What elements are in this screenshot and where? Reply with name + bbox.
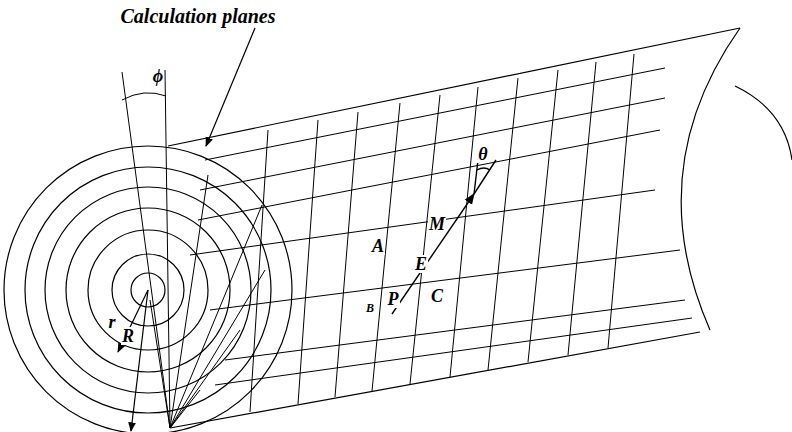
fan-line xyxy=(170,390,200,428)
angle-arc xyxy=(122,93,166,100)
plane-line xyxy=(250,130,268,412)
end-arc xyxy=(681,28,740,330)
cylinder-outline xyxy=(168,28,792,428)
callout-label: Calculation planes xyxy=(119,6,276,26)
plane-line xyxy=(488,78,518,370)
vector-extension xyxy=(474,160,496,194)
concentric-circles xyxy=(4,146,292,432)
radius-arrow xyxy=(118,290,148,352)
end-arc xyxy=(735,86,792,160)
plane-line xyxy=(410,95,440,384)
vector-arrow xyxy=(392,194,474,314)
angle-symbol: θ xyxy=(477,145,488,163)
fan-line xyxy=(165,70,170,428)
velocity-vector xyxy=(392,160,496,314)
fan-line xyxy=(170,330,240,428)
generatrix-lines xyxy=(190,68,692,385)
plane-line xyxy=(298,120,318,404)
outer-circle xyxy=(4,146,292,432)
plane-line xyxy=(608,54,634,348)
radius-arrows xyxy=(118,290,148,431)
cylinder-top xyxy=(168,28,740,146)
fan-lines xyxy=(122,70,265,428)
fan-line xyxy=(170,175,208,428)
plane-line xyxy=(335,112,358,397)
reference-line xyxy=(474,160,478,194)
leader xyxy=(206,28,255,146)
point-label: A xyxy=(371,237,385,255)
plane-line xyxy=(568,62,596,355)
fan-line xyxy=(170,205,262,428)
point-label: B xyxy=(365,302,375,314)
generatrix-line xyxy=(210,250,680,310)
point-label: P xyxy=(387,290,400,308)
radius-arrow xyxy=(131,290,148,431)
dimension-label: r xyxy=(107,313,116,331)
generatrix-line xyxy=(215,318,692,385)
point-label: C xyxy=(430,287,444,305)
plane-line xyxy=(528,70,558,362)
generatrix-line xyxy=(190,190,655,255)
dimension-label: R xyxy=(121,327,135,345)
fan-line xyxy=(122,72,170,428)
calculation-plane-lines xyxy=(250,54,634,412)
fan-line xyxy=(150,300,170,428)
generatrix-line xyxy=(200,98,665,190)
theta-arc xyxy=(477,168,490,170)
plane-line xyxy=(450,87,478,377)
point-label: M xyxy=(428,215,446,233)
leader-line xyxy=(206,28,255,146)
point-label: E xyxy=(414,255,428,273)
angle-symbol: ϕ xyxy=(152,67,164,85)
